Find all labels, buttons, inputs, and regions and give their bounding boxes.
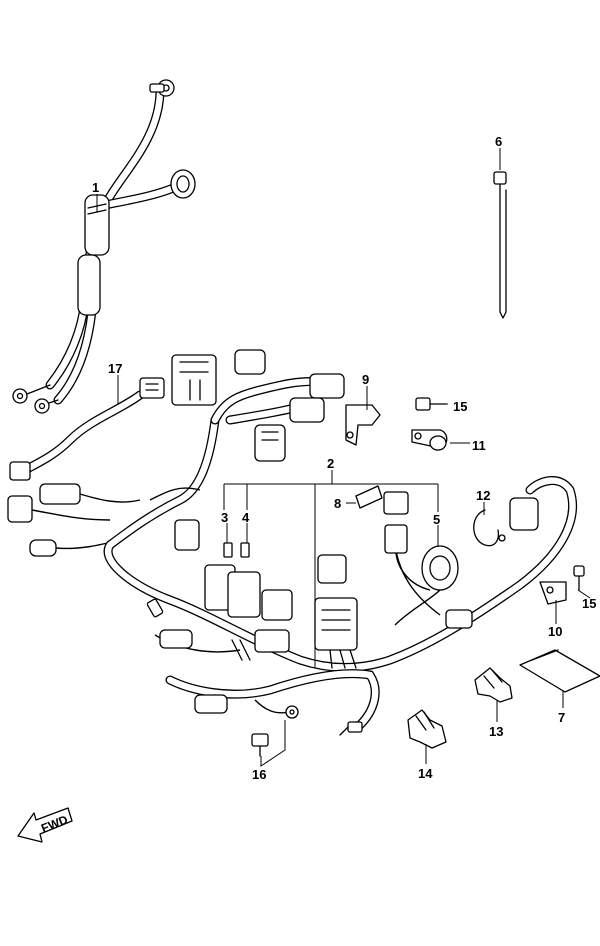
sub-harness-part-17 bbox=[7, 377, 165, 557]
cable-tie-part-6 bbox=[493, 171, 507, 319]
callout-2: 2 bbox=[327, 456, 334, 471]
callout-9: 9 bbox=[362, 372, 369, 387]
leader-lines bbox=[96, 148, 591, 767]
sheet-part-7 bbox=[519, 649, 600, 693]
clamp-part-13 bbox=[474, 667, 513, 703]
callout-6: 6 bbox=[495, 134, 502, 149]
buzzer-part-5 bbox=[384, 524, 459, 591]
band-part-12 bbox=[473, 509, 506, 547]
fwd-direction-arrow: FWD bbox=[17, 807, 73, 843]
callout-15-right: 15 bbox=[582, 596, 596, 611]
callout-8: 8 bbox=[334, 496, 341, 511]
callout-11: 11 bbox=[472, 438, 486, 453]
callout-5: 5 bbox=[433, 512, 440, 527]
callout-15-top: 15 bbox=[453, 399, 467, 414]
callout-4: 4 bbox=[242, 510, 250, 525]
callout-14: 14 bbox=[418, 766, 433, 781]
battery-cable-part-1 bbox=[12, 79, 196, 414]
main-wire-harness bbox=[103, 349, 578, 736]
bolt-part-16 bbox=[251, 733, 269, 757]
fwd-label: FWD bbox=[39, 812, 70, 835]
relay-part-8 bbox=[355, 485, 409, 515]
callout-10: 10 bbox=[548, 624, 562, 639]
callout-13: 13 bbox=[489, 724, 503, 739]
callout-labels: 1 2 3 4 5 6 7 8 9 10 11 12 13 14 15 15 1… bbox=[92, 134, 596, 782]
callout-1: 1 bbox=[92, 180, 99, 195]
callout-7: 7 bbox=[558, 710, 565, 725]
callout-17: 17 bbox=[108, 361, 122, 376]
callout-16: 16 bbox=[252, 767, 266, 782]
callout-3: 3 bbox=[221, 510, 228, 525]
fuse-parts-3-4 bbox=[223, 542, 250, 558]
clip-part-11 bbox=[411, 429, 448, 451]
callout-12: 12 bbox=[476, 488, 490, 503]
clamp-part-10 bbox=[539, 581, 567, 605]
clamp-part-14 bbox=[407, 709, 447, 749]
bracket-part-9 bbox=[345, 404, 381, 446]
